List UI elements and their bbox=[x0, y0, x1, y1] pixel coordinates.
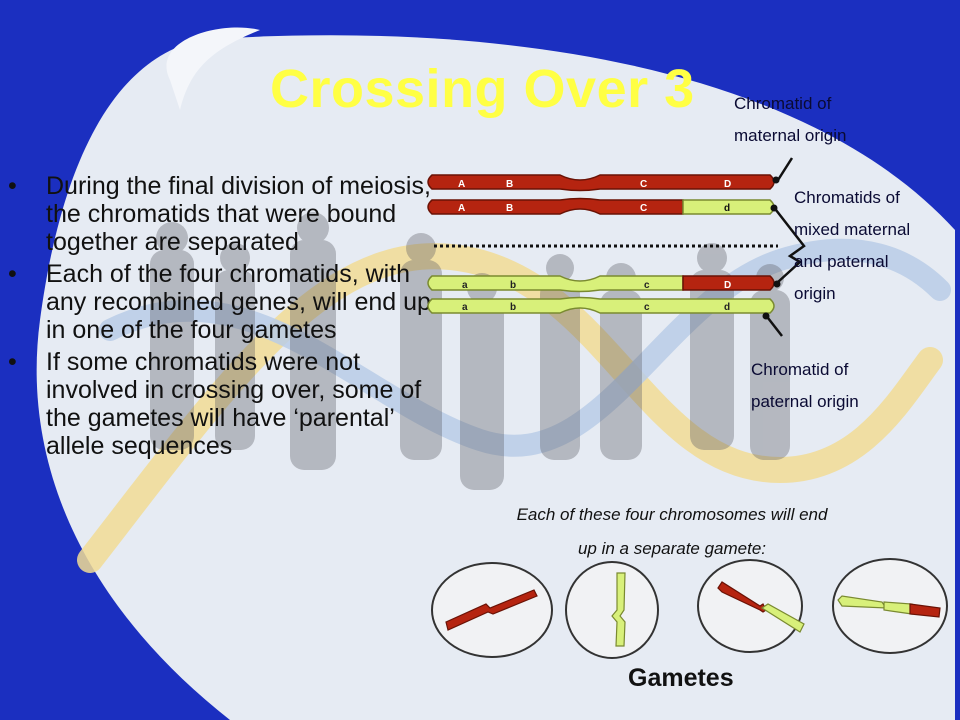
gametes-caption: Each of these four chromosomes will end … bbox=[516, 505, 828, 558]
slide-title: Crossing Over 3 bbox=[270, 59, 695, 119]
bullet-item: • During the final division of meiosis, … bbox=[0, 172, 440, 256]
gametes-row bbox=[431, 558, 948, 659]
maternal-chromosome: A B C D A B C d bbox=[427, 174, 775, 215]
pointer-dot bbox=[770, 204, 778, 212]
gene-label: C bbox=[640, 179, 647, 190]
gene-label: c bbox=[644, 302, 650, 313]
pointer-dot bbox=[762, 312, 770, 320]
gene-label: a bbox=[462, 280, 468, 291]
gene-label: d bbox=[724, 302, 730, 313]
chromatid-mixed-paternal bbox=[427, 275, 684, 293]
bullet-text: During the final division of meiosis, th… bbox=[46, 172, 431, 256]
swoosh-tip bbox=[166, 27, 260, 110]
gene-label: C bbox=[640, 203, 647, 214]
gene-label: a bbox=[462, 302, 468, 313]
gene-label: A bbox=[458, 179, 465, 190]
gene-label: D bbox=[724, 179, 731, 190]
bullet-marker: • bbox=[8, 348, 17, 376]
gene-label: b bbox=[510, 280, 516, 291]
gene-label: c bbox=[644, 280, 650, 291]
pointer-dot bbox=[773, 280, 781, 288]
pointer-paternal bbox=[767, 317, 783, 337]
pointer-mixed bbox=[775, 209, 806, 283]
dna-ribbon-yellow bbox=[77, 243, 943, 573]
bullet-text: Each of the four chromatids, with any re… bbox=[46, 260, 431, 344]
gamete-cell-4 bbox=[832, 558, 948, 654]
bullet-list: • During the final division of meiosis, … bbox=[0, 172, 440, 464]
gene-label: B bbox=[506, 203, 513, 214]
bullet-text: If some chromatids were not involved in … bbox=[46, 348, 422, 460]
bullet-marker: • bbox=[8, 260, 17, 288]
people-silhouettes bbox=[150, 212, 790, 490]
label-pointers bbox=[767, 157, 806, 337]
label-maternal-origin: Chromatid of maternal origin bbox=[734, 94, 847, 145]
gene-label: A bbox=[458, 203, 465, 214]
bullet-item: • Each of the four chromatids, with any … bbox=[0, 260, 440, 344]
pointer-maternal bbox=[776, 157, 794, 181]
chromatid-maternal-top bbox=[427, 174, 775, 192]
gene-label: B bbox=[506, 179, 513, 190]
gamete-cell-3 bbox=[697, 559, 805, 653]
chromatid-mixed-maternal bbox=[427, 197, 684, 215]
bullet-marker: • bbox=[8, 172, 17, 200]
chromatid-paternal-bottom bbox=[427, 296, 775, 314]
gamete-cell-1 bbox=[431, 562, 553, 658]
gene-label: d bbox=[724, 203, 730, 214]
gene-label: b bbox=[510, 302, 516, 313]
gamete-cell-2 bbox=[565, 561, 659, 659]
label-paternal-origin: Chromatid of paternal origin bbox=[751, 360, 859, 411]
dna-ribbon-blue bbox=[99, 238, 951, 457]
bullet-item: • If some chromatids were not involved i… bbox=[0, 348, 440, 460]
gene-label: D bbox=[724, 280, 731, 291]
label-mixed-origin: Chromatids of mixed maternal and paterna… bbox=[794, 188, 911, 303]
pointer-dot bbox=[772, 176, 780, 184]
gametes-label: Gametes bbox=[628, 664, 734, 692]
paternal-chromosome: a b c D a b c d bbox=[427, 275, 775, 314]
